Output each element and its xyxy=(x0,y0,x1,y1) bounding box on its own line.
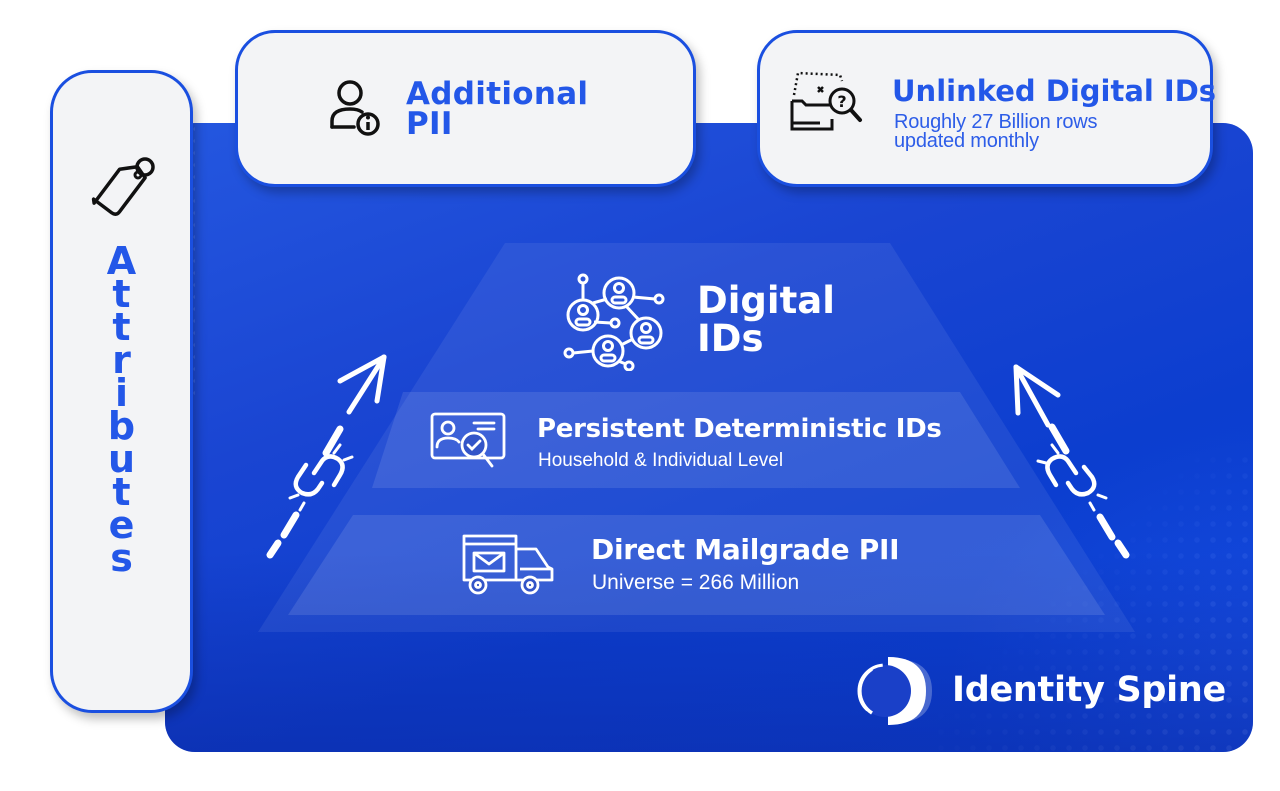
persistent-ids-subtitle: Household & Individual Level xyxy=(538,450,784,471)
network-people-icon xyxy=(563,273,665,371)
main-panel xyxy=(165,123,1253,752)
unlinked-subtitle: Roughly 27 Billion rows updated monthly xyxy=(894,111,1098,152)
folder-search-question-icon: ? xyxy=(790,71,862,131)
user-info-icon xyxy=(330,80,380,136)
direct-mailgrade-subtitle: Universe = 266 Million xyxy=(592,571,800,594)
svg-text:?: ? xyxy=(837,92,846,111)
direct-mailgrade-title: Direct Mailgrade PII xyxy=(591,533,900,566)
attributes-label: A t t r i b u t e s xyxy=(106,239,137,580)
additional-pii-card: Additional PII xyxy=(235,30,696,187)
persistent-ids-title: Persistent Deterministic IDs xyxy=(537,414,942,444)
attributes-card: A t t r i b u t e s xyxy=(50,70,193,713)
id-card-verify-icon xyxy=(430,412,506,468)
broken-link-arrow-up-right-icon xyxy=(266,354,387,559)
unlinked-digital-ids-card: ? Unlinked Digital IDs Roughly 27 Billio… xyxy=(757,30,1217,187)
additional-pii-title: Additional PII xyxy=(406,76,589,142)
unlinked-title: Unlinked Digital IDs xyxy=(892,74,1217,108)
brand-name: Identity Spine xyxy=(952,670,1226,710)
digital-ids-title: Digital IDs xyxy=(697,279,835,360)
broken-link-arrow-up-left-icon xyxy=(1013,364,1130,559)
mail-truck-icon xyxy=(462,534,554,595)
identity-spine-logo-icon xyxy=(857,657,932,725)
tag-icon xyxy=(91,157,155,216)
